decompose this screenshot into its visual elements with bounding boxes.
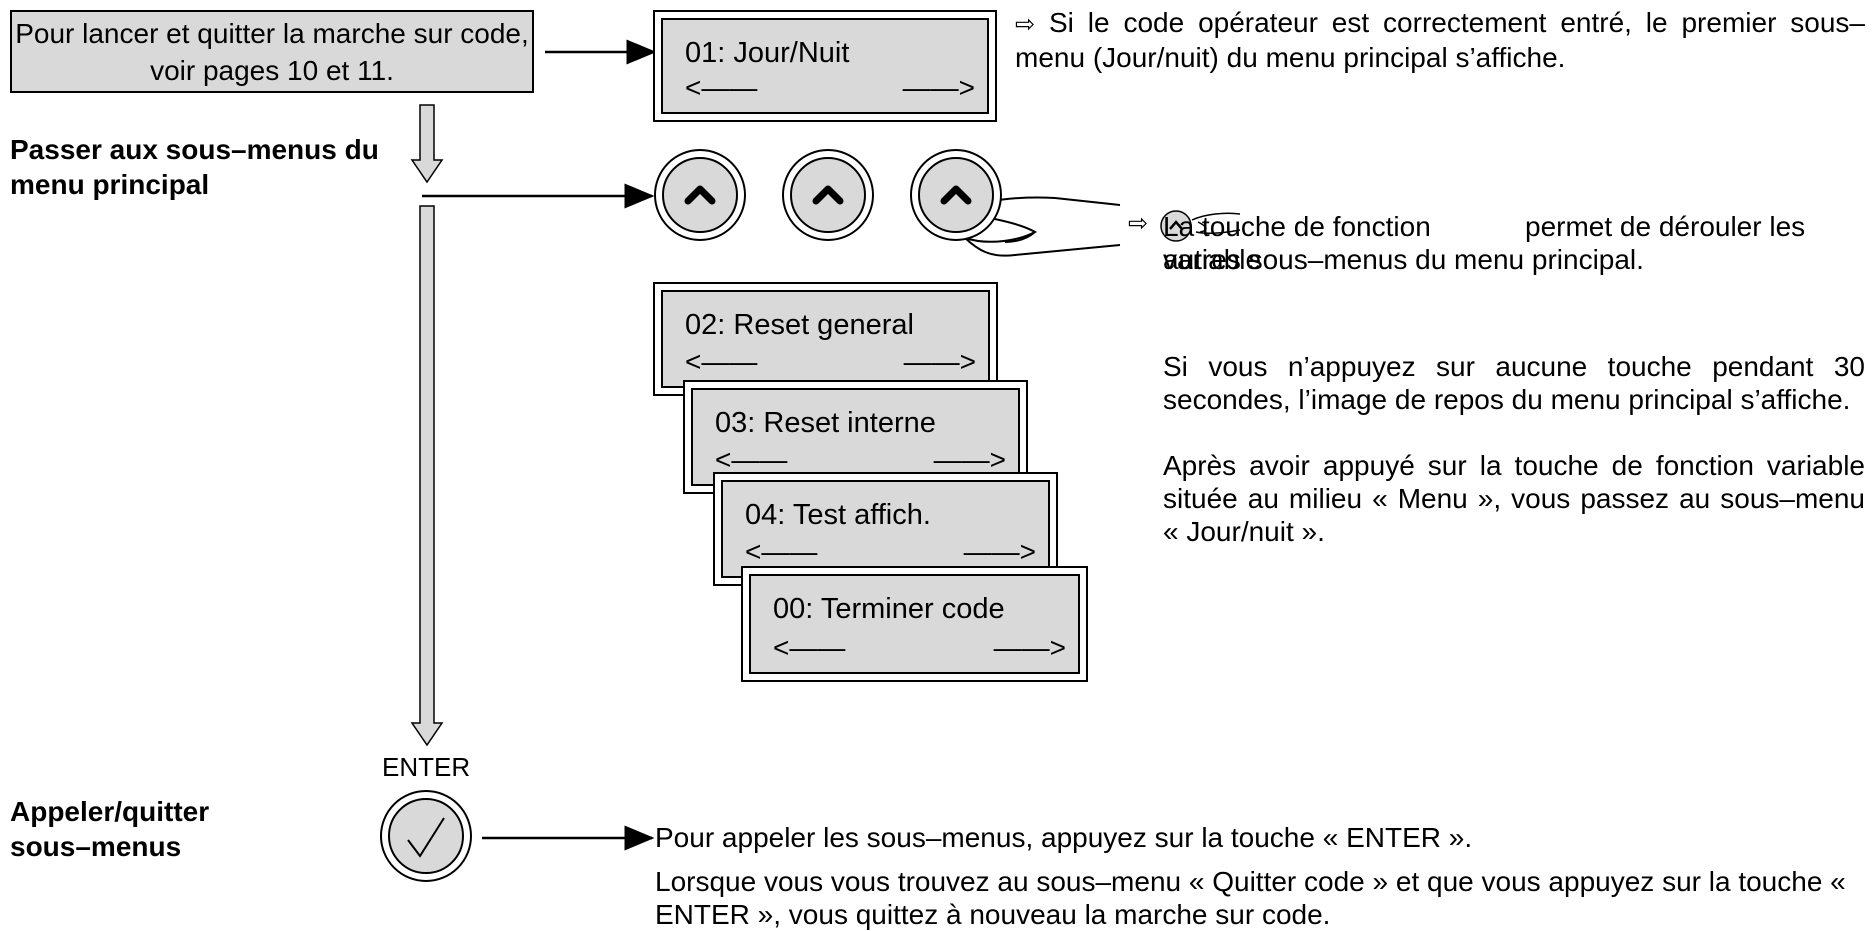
enter-key[interactable] <box>380 790 472 882</box>
display-left-arrow: <—— <box>773 632 846 663</box>
text-key-a: La touche de fonction variable <box>1163 211 1431 275</box>
text-first-submenu: ⇨ Si le code opérateur est correctement … <box>1015 6 1865 74</box>
display-terminer-code: 00: Terminer code <—— ——> <box>741 566 1088 682</box>
submenus-heading: Appeler/quitter sous–menus <box>10 796 210 862</box>
chevron-up-icon <box>812 185 844 205</box>
display-right-arrow: ——> <box>963 536 1036 567</box>
pointer-icon: ⇨ <box>1015 11 1036 38</box>
pointer-icon: ⇨ <box>1128 210 1149 237</box>
check-icon <box>407 817 445 858</box>
chevron-up-icon <box>684 185 716 205</box>
enter-key-label: ENTER <box>382 752 471 782</box>
display-right-arrow: ——> <box>933 444 1006 475</box>
display-left-arrow: <—— <box>685 346 758 377</box>
display-title: 02: Reset general <box>685 309 914 341</box>
display-title: 04: Test affich. <box>745 499 931 531</box>
display-title: 03: Reset interne <box>715 407 936 439</box>
reference-note-text: Pour lancer et quitter la marche sur cod… <box>15 18 529 86</box>
main-menu-heading: Passer aux sous–menus du menu principal <box>10 134 379 200</box>
hollow-arrow-short <box>410 104 444 184</box>
soft-key-middle[interactable] <box>782 149 874 241</box>
display-left-arrow: <—— <box>685 72 758 103</box>
display-left-arrow: <—— <box>745 536 818 567</box>
display-jour-nuit: 01: Jour/Nuit <—— ——> <box>653 10 997 122</box>
chevron-up-icon <box>940 185 972 205</box>
soft-key-right[interactable] <box>910 149 1002 241</box>
display-right-arrow: ——> <box>902 72 975 103</box>
display-right-arrow: ——> <box>903 346 976 377</box>
pointing-hand-icon <box>957 196 1121 257</box>
display-title: 01: Jour/Nuit <box>685 37 850 69</box>
hollow-arrow-long <box>410 205 444 747</box>
display-reset-general: 02: Reset general <—— ——> <box>653 282 998 396</box>
display-right-arrow: ——> <box>993 632 1066 663</box>
text-key-b: permet de dérouler les autres sous–menus… <box>1163 211 1806 275</box>
display-title: 00: Terminer code <box>773 593 1005 625</box>
display-left-arrow: <—— <box>715 444 788 475</box>
reference-note-box: Pour lancer et quitter la marche sur cod… <box>10 10 534 93</box>
text-enter: Pour appeler les sous–menus, appuyez sur… <box>655 822 1473 853</box>
inline-key-icon <box>1160 210 1241 242</box>
text-timeout: Si vous n’appuyez sur aucune touche pend… <box>1163 351 1865 415</box>
soft-key-left[interactable] <box>654 149 746 241</box>
text-menu-key: Après avoir appuyé sur la touche de fonc… <box>1163 450 1865 547</box>
display-test-affich: 04: Test affich. <—— ——> <box>713 472 1058 586</box>
first-submenu-text: Si le code opérateur est correctement en… <box>1015 7 1866 73</box>
text-quit: Lorsque vous vous trouvez au sous–menu «… <box>655 866 1846 930</box>
